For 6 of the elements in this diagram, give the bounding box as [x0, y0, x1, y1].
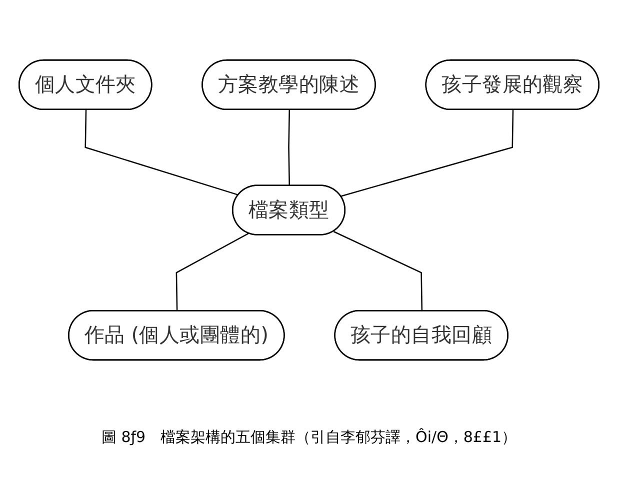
connector [288, 110, 290, 186]
connector [340, 110, 514, 197]
connector [176, 232, 249, 312]
figure-caption: 圖 8ƒ9 檔案架構的五個集群（引自李郁芬譯，Ôi/Θ，8££1） [100, 428, 518, 447]
connector [84, 110, 239, 196]
connector [334, 231, 423, 312]
